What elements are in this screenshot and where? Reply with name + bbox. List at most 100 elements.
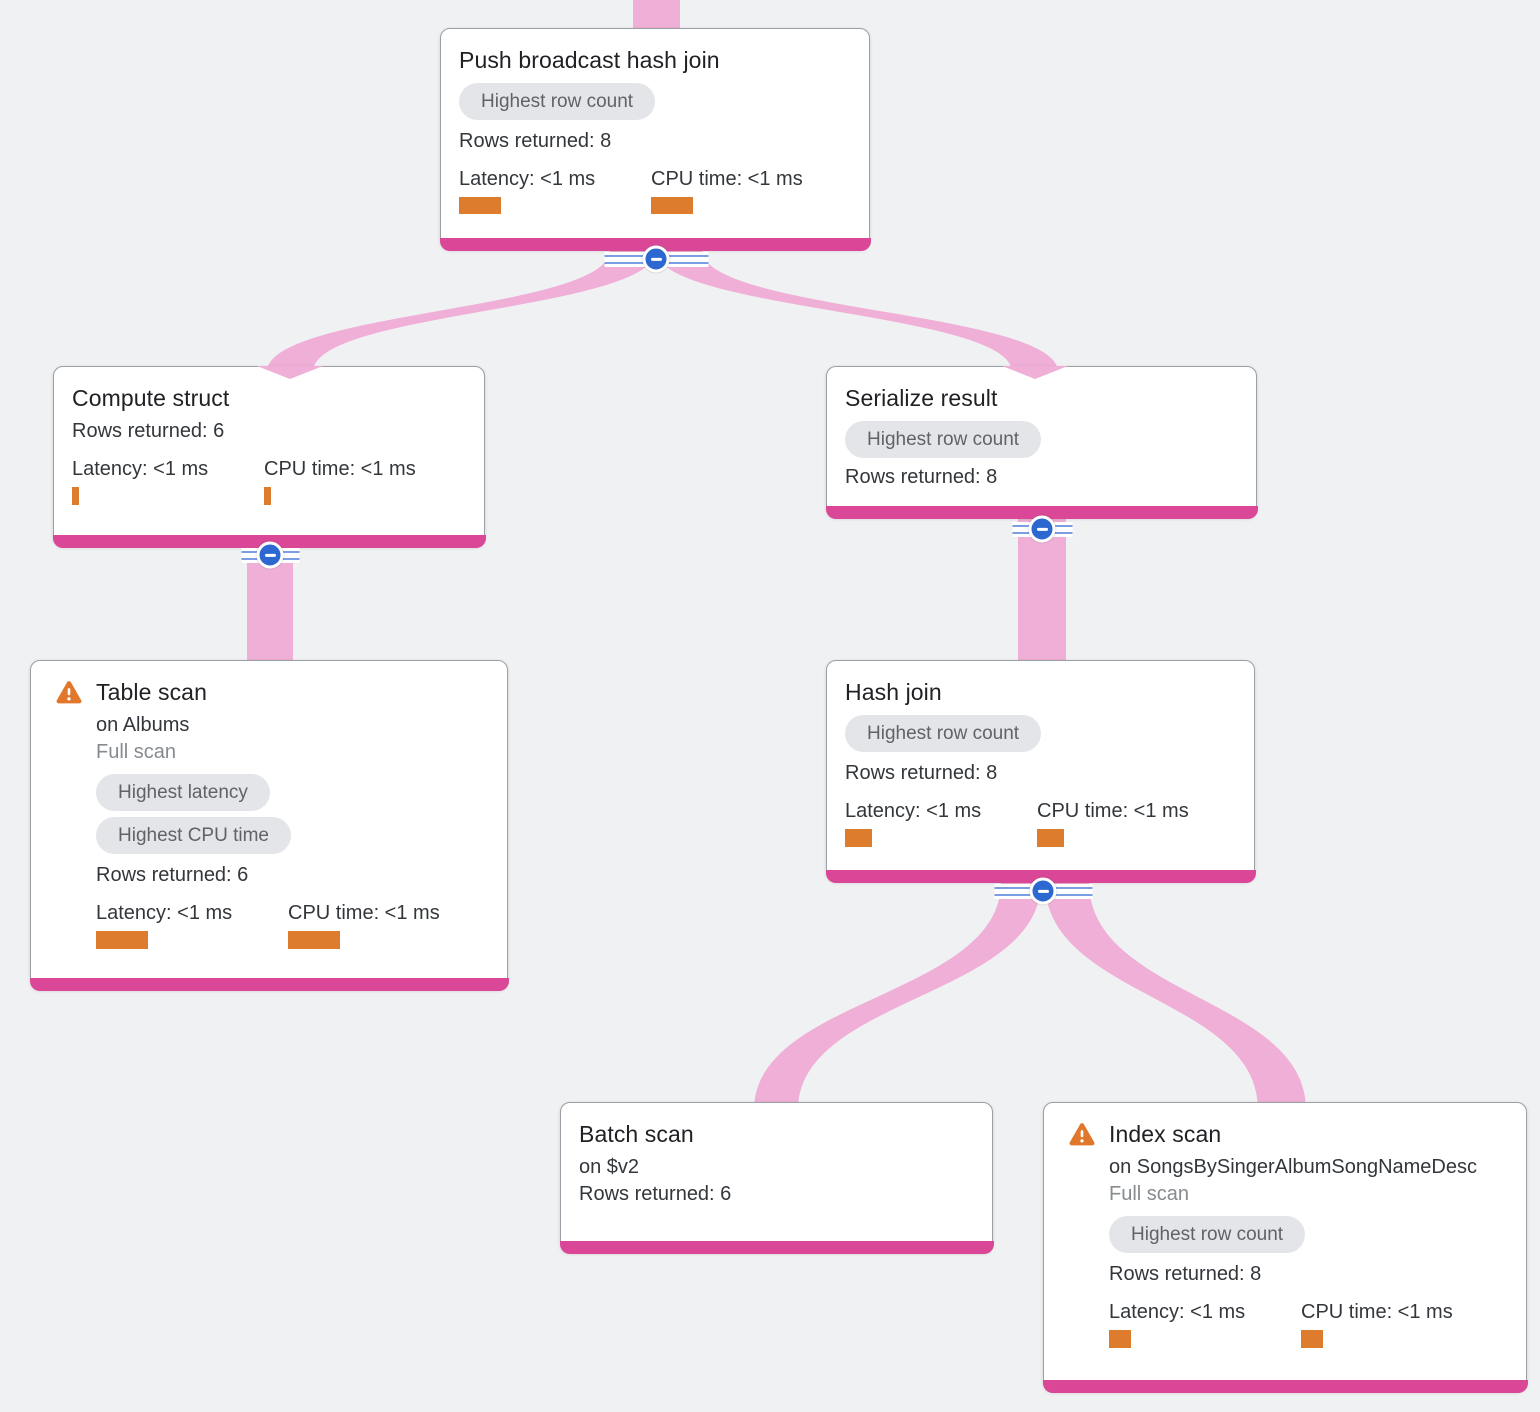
edge-arrow-notch — [1002, 366, 1068, 379]
node-subtitle: on SongsBySingerAlbumSongNameDesc — [1109, 1156, 1477, 1178]
node-card-batch-scan[interactable]: Batch scan on $v2 Rows returned: 6 — [559, 1102, 994, 1254]
rows-returned: Rows returned: 6 — [579, 1183, 732, 1205]
edge-hash-to-index — [1045, 882, 1306, 1110]
edge-push-to-compute — [267, 250, 656, 372]
node-content: Table scan on Albums Full scan Highest l… — [31, 661, 507, 949]
node-content: Batch scan on $v2 Rows returned: 6 — [561, 1103, 992, 1208]
edge-serialize-to-hash — [1018, 518, 1066, 672]
node-content: Compute struct Rows returned: 6 Latency:… — [54, 367, 484, 505]
cpu-time-label: CPU time: <1 ms — [1037, 800, 1189, 822]
node-footer-bar — [52, 534, 486, 548]
node-badges: Highest row count — [1109, 1216, 1510, 1253]
rows-returned: Rows returned: 8 — [845, 466, 998, 488]
cpu-time-bar — [1301, 1330, 1323, 1348]
badge-highest-row-count: Highest row count — [845, 715, 1042, 752]
cpu-time-metric: CPU time: <1 ms — [651, 166, 843, 214]
minus-icon — [1036, 527, 1048, 531]
collapse-circle — [1028, 515, 1056, 543]
node-card-serialize-result[interactable]: Serialize result Highest row count Rows … — [825, 366, 1258, 519]
cpu-time-label: CPU time: <1 ms — [651, 168, 803, 190]
badge-highest-cpu-time: Highest CPU time — [96, 817, 291, 854]
node-footer-bar — [825, 869, 1256, 883]
edge-hash-to-batch — [754, 882, 1041, 1110]
node-content: Push broadcast hash join Highest row cou… — [441, 29, 869, 214]
node-badges: Highest row count — [845, 421, 1240, 458]
node-subtitle: on $v2 — [579, 1156, 640, 1178]
latency-bar — [459, 197, 501, 214]
warning-icon — [1069, 1123, 1095, 1146]
latency-metric: Latency: <1 ms — [1109, 1299, 1301, 1348]
node-card-table-scan[interactable]: Table scan on Albums Full scan Highest l… — [29, 660, 509, 991]
node-content: Index scan on SongsBySingerAlbumSongName… — [1044, 1103, 1526, 1348]
cpu-time-metric: CPU time: <1 ms — [1037, 798, 1229, 847]
collapse-circle — [256, 541, 284, 569]
node-metrics: Latency: <1 ms CPU time: <1 ms — [96, 900, 491, 949]
latency-label: Latency: <1 ms — [845, 800, 982, 822]
badge-highest-latency: Highest latency — [96, 774, 270, 811]
latency-label: Latency: <1 ms — [72, 458, 209, 480]
badge-highest-row-count: Highest row count — [1109, 1216, 1306, 1253]
latency-metric: Latency: <1 ms — [96, 900, 288, 949]
node-title: Hash join — [845, 679, 942, 705]
node-subtitle: on Albums — [96, 714, 190, 736]
node-title: Table scan — [96, 679, 207, 705]
cpu-time-bar — [264, 487, 271, 505]
collapse-button-hash-join[interactable] — [994, 877, 1092, 905]
node-metrics: Latency: <1 ms CPU time: <1 ms — [845, 798, 1238, 847]
minus-icon — [650, 257, 662, 261]
node-badges: Highest row count — [459, 83, 853, 120]
warning-icon — [56, 681, 82, 704]
node-footer-bar — [439, 237, 871, 251]
minus-icon — [264, 553, 276, 557]
cpu-time-bar — [288, 931, 340, 949]
node-card-compute-struct[interactable]: Compute struct Rows returned: 6 Latency:… — [52, 366, 486, 548]
node-title: Index scan — [1109, 1121, 1222, 1147]
latency-label: Latency: <1 ms — [1109, 1301, 1246, 1323]
edge-arrow-notch — [257, 366, 323, 379]
rows-returned: Rows returned: 8 — [845, 762, 998, 784]
latency-metric: Latency: <1 ms — [459, 166, 651, 214]
latency-bar — [845, 829, 872, 847]
node-metrics: Latency: <1 ms CPU time: <1 ms — [1109, 1299, 1510, 1348]
badge-highest-row-count: Highest row count — [459, 83, 656, 120]
node-title: Serialize result — [845, 385, 998, 411]
latency-bar — [72, 487, 79, 505]
rows-returned: Rows returned: 6 — [72, 420, 225, 442]
node-card-push-broadcast-hash-join[interactable]: Push broadcast hash join Highest row cou… — [439, 28, 871, 251]
node-content: Hash join Highest row count Rows returne… — [827, 661, 1254, 847]
badge-highest-row-count: Highest row count — [845, 421, 1042, 458]
node-card-hash-join[interactable]: Hash join Highest row count Rows returne… — [825, 660, 1256, 883]
rows-returned: Rows returned: 6 — [96, 864, 249, 886]
node-metrics: Latency: <1 ms CPU time: <1 ms — [459, 166, 853, 214]
latency-bar — [1109, 1330, 1131, 1348]
node-footer-bar — [559, 1240, 994, 1254]
cpu-time-metric: CPU time: <1 ms — [1301, 1299, 1493, 1348]
node-scan-type: Full scan — [96, 741, 177, 763]
edge-push-to-serialize — [656, 250, 1058, 372]
cpu-time-label: CPU time: <1 ms — [264, 458, 416, 480]
node-badges: Highest latency Highest CPU time — [96, 774, 491, 854]
latency-metric: Latency: <1 ms — [845, 798, 1037, 847]
cpu-time-metric: CPU time: <1 ms — [288, 900, 480, 949]
node-title: Batch scan — [579, 1121, 694, 1147]
node-footer-bar — [825, 505, 1258, 519]
rows-returned: Rows returned: 8 — [459, 130, 612, 152]
collapse-button-push-broadcast-hash-join[interactable] — [604, 245, 708, 273]
latency-label: Latency: <1 ms — [96, 902, 233, 924]
node-footer-bar — [1042, 1379, 1528, 1393]
node-card-index-scan[interactable]: Index scan on SongsBySingerAlbumSongName… — [1042, 1102, 1528, 1393]
cpu-time-label: CPU time: <1 ms — [288, 902, 440, 924]
collapse-circle — [642, 245, 670, 273]
node-badges: Highest row count — [845, 715, 1238, 752]
node-title: Push broadcast hash join — [459, 47, 720, 73]
cpu-time-bar — [1037, 829, 1064, 847]
minus-icon — [1037, 889, 1049, 893]
collapse-button-serialize-result[interactable] — [1012, 515, 1072, 543]
rows-returned: Rows returned: 8 — [1109, 1263, 1262, 1285]
collapse-button-compute-struct[interactable] — [241, 541, 299, 569]
latency-label: Latency: <1 ms — [459, 168, 596, 190]
node-title: Compute struct — [72, 385, 230, 411]
edge-compute-to-table — [247, 547, 293, 672]
